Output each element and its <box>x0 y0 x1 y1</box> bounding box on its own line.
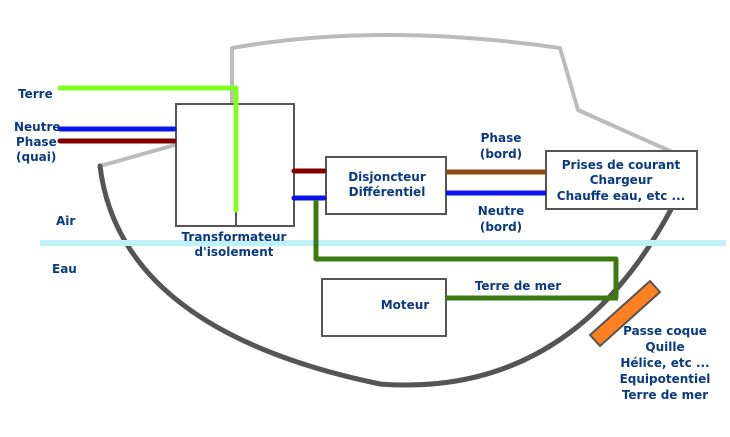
label-phase-bord-2: (bord) <box>480 147 522 161</box>
shore-ground-wire <box>57 85 239 213</box>
label-passe-4: Equipotentiel <box>620 372 711 386</box>
label-air: Air <box>56 214 75 228</box>
label-prises-3: Chauffe eau, etc ... <box>557 189 685 203</box>
label-neutre-quai: Neutre <box>14 120 61 134</box>
label-phase-bord-1: Phase <box>481 131 522 145</box>
engine-box <box>321 278 447 337</box>
label-passe-3: Hélice, etc ... <box>620 356 709 370</box>
label-eau: Eau <box>52 262 77 276</box>
transformer-right-box <box>235 103 295 227</box>
label-disj-2: Différentiel <box>349 185 426 199</box>
label-quai: (quai) <box>16 150 56 164</box>
label-transfo-1: Transformateur <box>182 230 287 244</box>
label-prises-1: Prises de courant <box>562 158 681 172</box>
label-moteur: Moteur <box>381 298 430 312</box>
label-disj-1: Disjoncteur <box>348 170 426 184</box>
label-neutre-bord-2: (bord) <box>480 220 522 234</box>
label-passe-1: Passe coque <box>623 324 707 338</box>
label-passe-2: Quille <box>645 340 684 354</box>
label-neutre-bord-1: Neutre <box>478 204 525 218</box>
outlets-box <box>545 150 698 210</box>
label-terre: Terre <box>18 87 53 101</box>
transformer-left-box <box>175 103 237 227</box>
breaker-box <box>325 156 447 215</box>
cabin-outline <box>99 33 691 168</box>
through-hull-fitting <box>588 279 662 348</box>
sea-ground-wire <box>313 200 619 298</box>
label-terre-de-mer: Terre de mer <box>475 279 561 293</box>
label-passe-5: Terre de mer <box>622 388 708 402</box>
label-prises-2: Chargeur <box>590 173 653 187</box>
label-phase-quai: Phase <box>16 135 57 149</box>
label-transfo-2: d'isolement <box>195 245 274 259</box>
